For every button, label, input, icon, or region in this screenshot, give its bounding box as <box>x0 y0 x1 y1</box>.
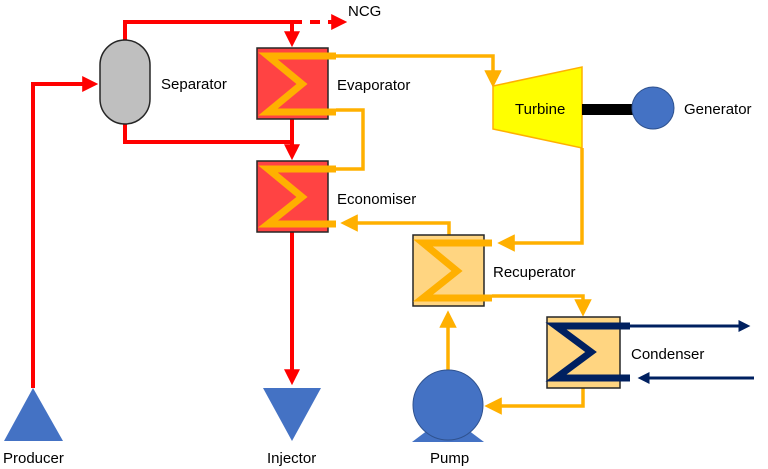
pump-body[interactable] <box>412 369 484 441</box>
brine-steam-line <box>123 20 300 48</box>
generator[interactable] <box>631 86 675 130</box>
producer-label: Producer <box>3 450 64 467</box>
brine-lines <box>31 14 348 388</box>
cooling-lines <box>630 320 754 384</box>
economiser[interactable] <box>256 160 336 233</box>
separator[interactable] <box>99 39 151 125</box>
turbine[interactable] <box>492 66 583 149</box>
wf-turbine-to-recup <box>497 148 584 252</box>
evaporator-label: Evaporator <box>337 77 410 94</box>
wf-evap-to-turbine <box>336 54 502 88</box>
condenser-coil-icon <box>545 322 630 382</box>
pump-label: Pump <box>430 450 469 467</box>
condenser-label: Condenser <box>631 346 704 363</box>
wf-recup-to-econ <box>340 214 451 235</box>
turbine-label: Turbine <box>515 101 565 118</box>
wf-cond-to-pump <box>484 388 585 415</box>
injector-well[interactable] <box>263 388 321 441</box>
brine-liquid-line <box>123 124 300 161</box>
working-fluid-lines <box>336 54 592 415</box>
recuperator-label: Recuperator <box>493 264 576 281</box>
recuperator[interactable] <box>412 234 492 307</box>
wf-econ-to-evap <box>336 108 365 171</box>
turbine-body[interactable] <box>492 66 583 149</box>
wf-recup-to-cond <box>492 294 592 317</box>
recuperator-coil-icon <box>412 239 492 302</box>
separator-vessel[interactable] <box>99 39 151 125</box>
economiser-coil-icon <box>257 165 336 228</box>
producer-well[interactable] <box>4 388 63 441</box>
economiser-label: Economiser <box>337 191 416 208</box>
condenser[interactable] <box>545 316 630 389</box>
evaporator[interactable] <box>256 47 336 120</box>
generator-label: Generator <box>684 101 752 118</box>
injector-label: Injector <box>267 450 316 467</box>
separator-label: Separator <box>161 76 227 93</box>
pump[interactable] <box>412 369 484 442</box>
brine-producer-to-separator <box>31 76 99 388</box>
ncg-label: NCG <box>348 3 381 20</box>
turbine-generator-shaft <box>582 104 634 115</box>
evaporator-coil-icon <box>258 52 336 116</box>
